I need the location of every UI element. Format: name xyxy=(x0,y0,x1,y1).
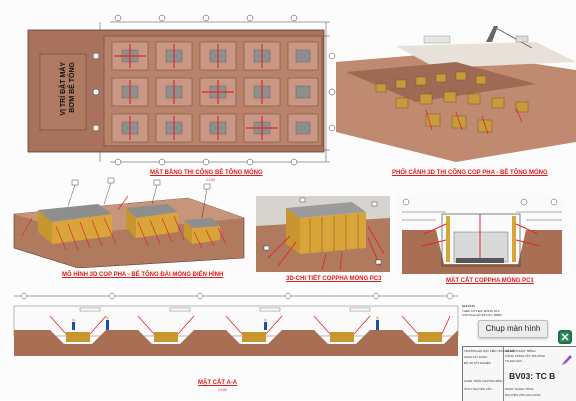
excel-icon[interactable] xyxy=(558,330,572,344)
screenshot-tooltip: Chụp màn hình xyxy=(478,320,548,338)
plan-caption: MẶT BẰNG THI CÔNG BÊ TÔNG MÓNG xyxy=(150,170,263,176)
note-line: COP PHA GỖ ÉP DÀY 18MM xyxy=(462,313,502,317)
title-line: TRƯỜNG ĐẠI HỌC KIẾN TRÚC HÀ NỘI xyxy=(464,349,516,353)
perspective-3d xyxy=(336,26,576,162)
notes-block: GHI CHÚ THÉP CỐT ĐÀI MÓNG D16 COP PHA GỖ… xyxy=(462,304,528,344)
model-caption: MÔ HÌNH 3D COP PHA - BÊ TÔNG ĐÀI MÓNG ĐI… xyxy=(62,272,224,278)
section-pc1 xyxy=(396,194,566,274)
title-mid-line: NGUYỄN VĂN HẢI HƯNG xyxy=(505,393,541,397)
formwork-model xyxy=(13,177,245,268)
title-line: KHOA XÂY DỰNG xyxy=(464,355,488,359)
detail-caption: 3D-CHI TIẾT COPPHA MÓNG PC3 xyxy=(286,276,382,282)
section-aa xyxy=(13,292,459,356)
notes-header: GHI CHÚ xyxy=(462,304,475,308)
title-mid-line: BỆ ĐÀI THUẬT TRÌNH xyxy=(505,349,536,353)
pc3-detail xyxy=(256,196,390,272)
foundation-plan xyxy=(27,14,336,166)
pump-position-label: VỊ TRÍ ĐẶT MÁY BƠM BÊ TÔNG xyxy=(60,62,82,124)
section-aa-scale: 1:100 xyxy=(218,388,227,392)
title-mid-line: PHAN THANH TÙNG xyxy=(505,387,534,391)
plan-scale: 1:100 xyxy=(206,178,215,182)
section-aa-caption: MẶT CẮT A-A xyxy=(198,380,238,386)
title-line: SVTH: NGUYỄN VĂN ... xyxy=(464,387,495,391)
pc1-caption: MẶT CẮT COPPHA MÓNG PC1 xyxy=(446,278,534,284)
title-block: TRƯỜNG ĐẠI HỌC KIẾN TRÚC HÀ NỘI KHOA XÂY… xyxy=(462,346,576,401)
title-line: GVHD: TRẦN KHƯƠNG ĐÌNH xyxy=(464,379,503,383)
title-mid-line: CÔNG TRÌNH XÂY TRƯỜNG xyxy=(505,354,546,358)
note-line: THÉP CỐT ĐÀI MÓNG D16 xyxy=(462,309,500,313)
pump-position-line2: BƠM BÊ TÔNG xyxy=(69,62,76,113)
title-block-left: TRƯỜNG ĐẠI HỌC KIẾN TRÚC HÀ NỘI KHOA XÂY… xyxy=(463,347,515,401)
pen-icon[interactable] xyxy=(560,352,574,366)
sheet-code: BV03: TC B xyxy=(509,371,556,381)
pump-position-line1: VỊ TRÍ ĐẶT MÁY xyxy=(60,62,67,116)
title-line: ĐỒ ÁN TỐT NGHIỆP xyxy=(464,361,491,365)
title-mid-line: TK ĐẠI HỌC ... xyxy=(505,359,526,363)
perspective-caption: PHỐI CẢNH 3D THI CÔNG COP PHA - BÊ TÔNG … xyxy=(392,170,548,176)
